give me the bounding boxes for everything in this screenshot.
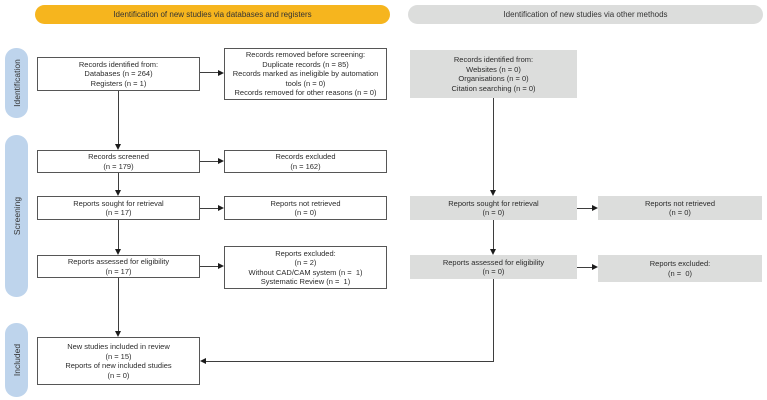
arrow-line-identified-to-removed xyxy=(200,72,218,73)
box-text-line: (n = 0) xyxy=(482,208,505,217)
stage-screening: Screening xyxy=(5,135,28,297)
arrowhead-screened-to-excluded xyxy=(218,158,224,164)
box-text-line: tools (n = 0) xyxy=(285,78,326,88)
box-text-line: Records identified from: xyxy=(78,59,159,69)
arrowhead-assessed-to-included xyxy=(115,331,121,337)
box-text-line: Records screened xyxy=(88,152,149,161)
box-text-line: (n = 0) xyxy=(294,208,317,217)
box-text-line: Records identified from: xyxy=(453,55,534,64)
arrow-line-other-to-included-horizontal xyxy=(206,361,494,362)
box-text-line: Reports sought for retrieval xyxy=(448,198,539,208)
box-text-line: New studies included in review xyxy=(67,342,170,351)
arrowhead-assessed-to-excluded xyxy=(218,263,224,269)
arrowhead-sought-other-to-assessed xyxy=(490,249,496,255)
arrow-line-assessed-to-included xyxy=(118,278,119,331)
box-text-line: Databases (n = 264) xyxy=(84,69,153,79)
box-text-line: Systematic Review (n = 1) xyxy=(260,277,351,286)
box-records-removed-before-screening: Records removed before screening: Duplic… xyxy=(224,48,387,100)
header-databases-registers: Identification of new studies via databa… xyxy=(35,5,390,24)
box-text-line: Records removed before screening: xyxy=(245,50,366,60)
stage-included: Included xyxy=(5,323,28,397)
box-text-line: Organisations (n = 0) xyxy=(458,74,529,83)
box-reports-excluded-reasons: Reports excluded: (n = 2) Without CAD/CA… xyxy=(224,246,387,289)
box-reports-not-retrieved: Reports not retrieved (n = 0) xyxy=(224,196,387,220)
stage-identification-label: Identification xyxy=(11,59,22,107)
box-reports-excluded-other: Reports excluded: (n = 0) xyxy=(598,255,762,282)
box-text-line: (n = 17) xyxy=(105,266,132,276)
box-text-line: Without CAD/CAM system (n = 1) xyxy=(248,267,363,277)
arrowhead-identified-to-removed xyxy=(218,70,224,76)
box-records-identified-other: Records identified from: Websites (n = 0… xyxy=(410,50,577,98)
box-text-line: Reports assessed for eligibility xyxy=(67,257,170,266)
arrowhead-other-to-included xyxy=(200,358,206,364)
box-text-line: (n = 179) xyxy=(103,161,134,171)
box-text-line: Citation searching (n = 0) xyxy=(451,83,536,93)
box-text-line: Records marked as ineligible by automati… xyxy=(232,69,379,79)
arrow-line-sought-to-notretrieved xyxy=(200,208,218,209)
arrow-line-screened-to-excluded xyxy=(200,161,218,162)
arrow-line-assessed-to-excluded xyxy=(200,266,218,267)
box-text-line: Reports sought for retrieval xyxy=(73,198,164,208)
box-records-identified-databases: Records identified from: Databases (n = … xyxy=(37,57,200,91)
arrowhead-assessed-other-to-excluded xyxy=(592,264,598,270)
box-new-studies-included: New studies included in review (n = 15) … xyxy=(37,337,200,385)
arrowhead-sought-to-notretrieved xyxy=(218,205,224,211)
box-text-line: Duplicate records (n = 85) xyxy=(262,59,349,69)
header-other-methods: Identification of new studies via other … xyxy=(408,5,763,24)
box-records-screened: Records screened (n = 179) xyxy=(37,150,200,173)
box-reports-sought: Reports sought for retrieval (n = 17) xyxy=(37,196,200,220)
box-text-line: Reports not retrieved xyxy=(644,198,716,208)
arrow-line-screened-to-sought xyxy=(118,173,119,190)
box-text-line: (n = 0) xyxy=(107,370,130,380)
arrowhead-screened-to-sought xyxy=(115,190,121,196)
stage-identification: Identification xyxy=(5,48,28,118)
box-text-line: Records removed for other reasons (n = 0… xyxy=(234,88,377,98)
box-reports-sought-other: Reports sought for retrieval (n = 0) xyxy=(410,196,577,220)
box-text-line: (n = 17) xyxy=(105,208,132,217)
arrow-line-other-to-included-vertical xyxy=(493,279,494,361)
box-reports-not-retrieved-other: Reports not retrieved (n = 0) xyxy=(598,196,762,220)
arrow-line-identified-other-to-sought xyxy=(493,98,494,190)
stage-screening-label: Screening xyxy=(11,196,22,236)
box-text-line: (n = 2) xyxy=(294,258,317,267)
box-reports-assessed: Reports assessed for eligibility (n = 17… xyxy=(37,255,200,278)
arrow-line-sought-to-assessed xyxy=(118,220,119,249)
box-text-line: Records excluded xyxy=(275,152,336,161)
arrow-line-assessed-other-to-excluded xyxy=(577,267,592,268)
box-records-excluded: Records excluded (n = 162) xyxy=(224,150,387,173)
box-text-line: (n = 15) xyxy=(105,351,132,361)
box-text-line: Registers (n = 1) xyxy=(90,78,147,88)
box-text-line: Websites (n = 0) xyxy=(466,64,521,74)
box-text-line: Reports not retrieved xyxy=(270,198,341,208)
stage-included-label: Included xyxy=(11,343,22,377)
box-reports-assessed-other: Reports assessed for eligibility (n = 0) xyxy=(410,255,577,279)
arrowhead-identified-other-to-sought xyxy=(490,190,496,196)
box-text-line: (n = 0) xyxy=(669,208,691,217)
arrow-line-sought-other-to-notretrieved xyxy=(577,208,592,209)
box-text-line: Reports excluded: xyxy=(649,259,711,268)
box-text-line: Reports excluded: xyxy=(275,248,336,258)
arrow-line-sought-other-to-assessed xyxy=(493,220,494,249)
box-text-line: Reports assessed for eligibility xyxy=(442,257,545,267)
arrowhead-sought-other-to-notretrieved xyxy=(592,205,598,211)
arrow-line-identified-to-screened xyxy=(118,91,119,144)
box-text-line: (n = 0) xyxy=(482,267,505,276)
box-text-line: (n = 162) xyxy=(290,161,321,171)
box-text-line: Reports of new included studies xyxy=(65,361,172,370)
box-text-line: (n = 0) xyxy=(668,268,692,278)
arrowhead-sought-to-assessed xyxy=(115,249,121,255)
arrowhead-identified-to-screened xyxy=(115,144,121,150)
